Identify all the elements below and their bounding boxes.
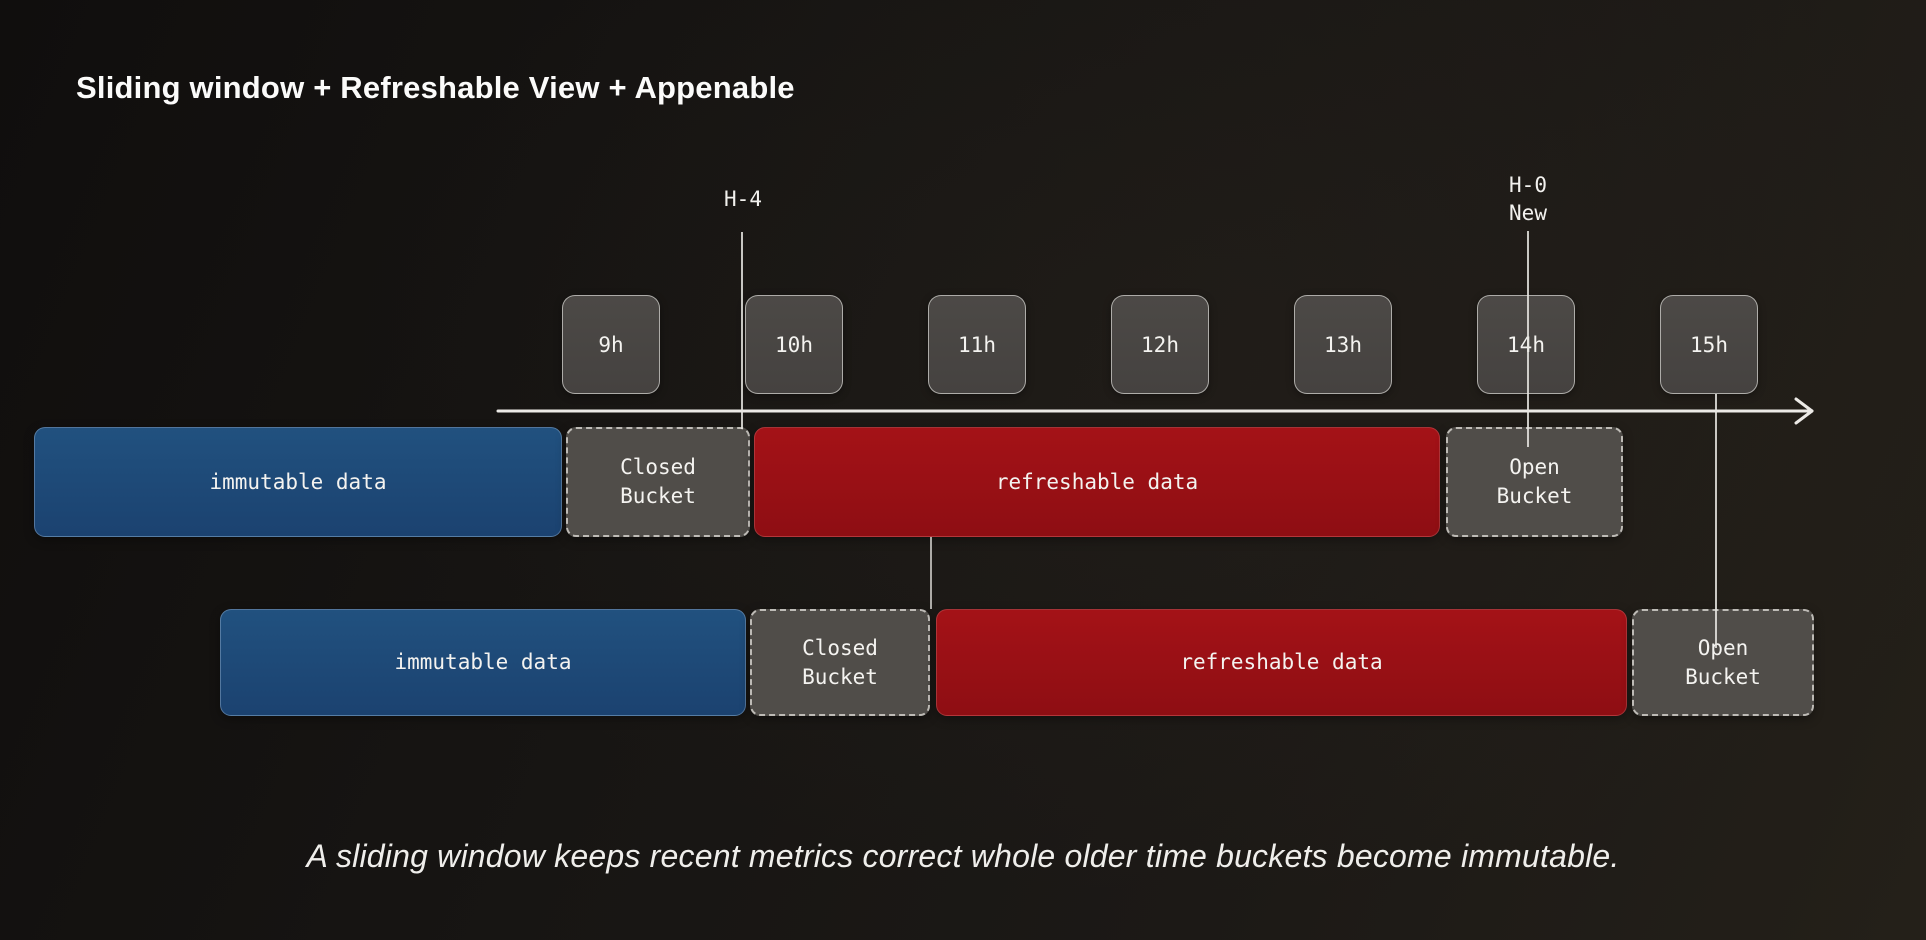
row2-closed-bucket-line2: Bucket	[802, 664, 878, 689]
hour-bucket-12h: 12h	[1111, 295, 1209, 394]
row1-refreshable-data-label: refreshable data	[995, 469, 1199, 494]
caption-text: A sliding window keeps recent metrics co…	[306, 838, 1620, 874]
bucket-15h-to-open-bucket-line	[1715, 394, 1717, 648]
row2-open-bucket-line2: Bucket	[1685, 664, 1761, 689]
row1-closed-bucket: Closed Bucket	[566, 427, 750, 537]
hour-bucket-10h: 10h	[745, 295, 843, 394]
row2-refreshable-data-bar: refreshable data	[936, 609, 1627, 716]
row1-open-bucket-line2: Bucket	[1496, 484, 1573, 508]
hour-bucket-13h: 13h	[1294, 295, 1392, 394]
row2-immutable-data-bar: immutable data	[220, 609, 746, 716]
row2-closed-bucket-line1: Closed	[802, 635, 878, 660]
h0-marker-text-line1: H-0	[1509, 173, 1547, 197]
row2-closed-bucket: Closed Bucket	[750, 609, 930, 716]
row1-to-row2-connector-line	[930, 537, 932, 609]
row1-closed-bucket-line1: Closed	[620, 455, 696, 479]
page-title: Sliding window + Refreshable View + Appe…	[76, 70, 795, 105]
hour-bucket-15h: 15h	[1660, 295, 1758, 394]
hour-bucket-9h: 9h	[562, 295, 660, 394]
row1-open-bucket: Open Bucket	[1446, 427, 1623, 537]
h0-marker-label: H-0 New	[1509, 171, 1547, 227]
hour-bucket-14h: 14h	[1477, 295, 1575, 394]
h0-marker-line	[1527, 231, 1529, 447]
row1-immutable-data-bar: immutable data	[34, 427, 562, 537]
row1-immutable-data-label: immutable data	[209, 469, 387, 494]
h4-marker-line	[741, 232, 743, 429]
row2-open-bucket: Open Bucket	[1632, 609, 1814, 716]
row2-immutable-data-label: immutable data	[394, 650, 572, 674]
row1-refreshable-data-bar: refreshable data	[754, 427, 1440, 537]
h4-marker-label: H-4	[724, 187, 762, 211]
hour-bucket-11h: 11h	[928, 295, 1026, 394]
row2-open-bucket-line1: Open	[1697, 635, 1749, 660]
row1-closed-bucket-line2: Bucket	[620, 484, 696, 508]
timeline-arrow	[496, 397, 1814, 425]
h0-marker-text-line2: New	[1509, 201, 1547, 225]
row2-refreshable-data-label: refreshable data	[1180, 650, 1383, 674]
row1-open-bucket-line1: Open	[1509, 455, 1560, 479]
timeline-arrowhead-icon	[1794, 397, 1814, 425]
